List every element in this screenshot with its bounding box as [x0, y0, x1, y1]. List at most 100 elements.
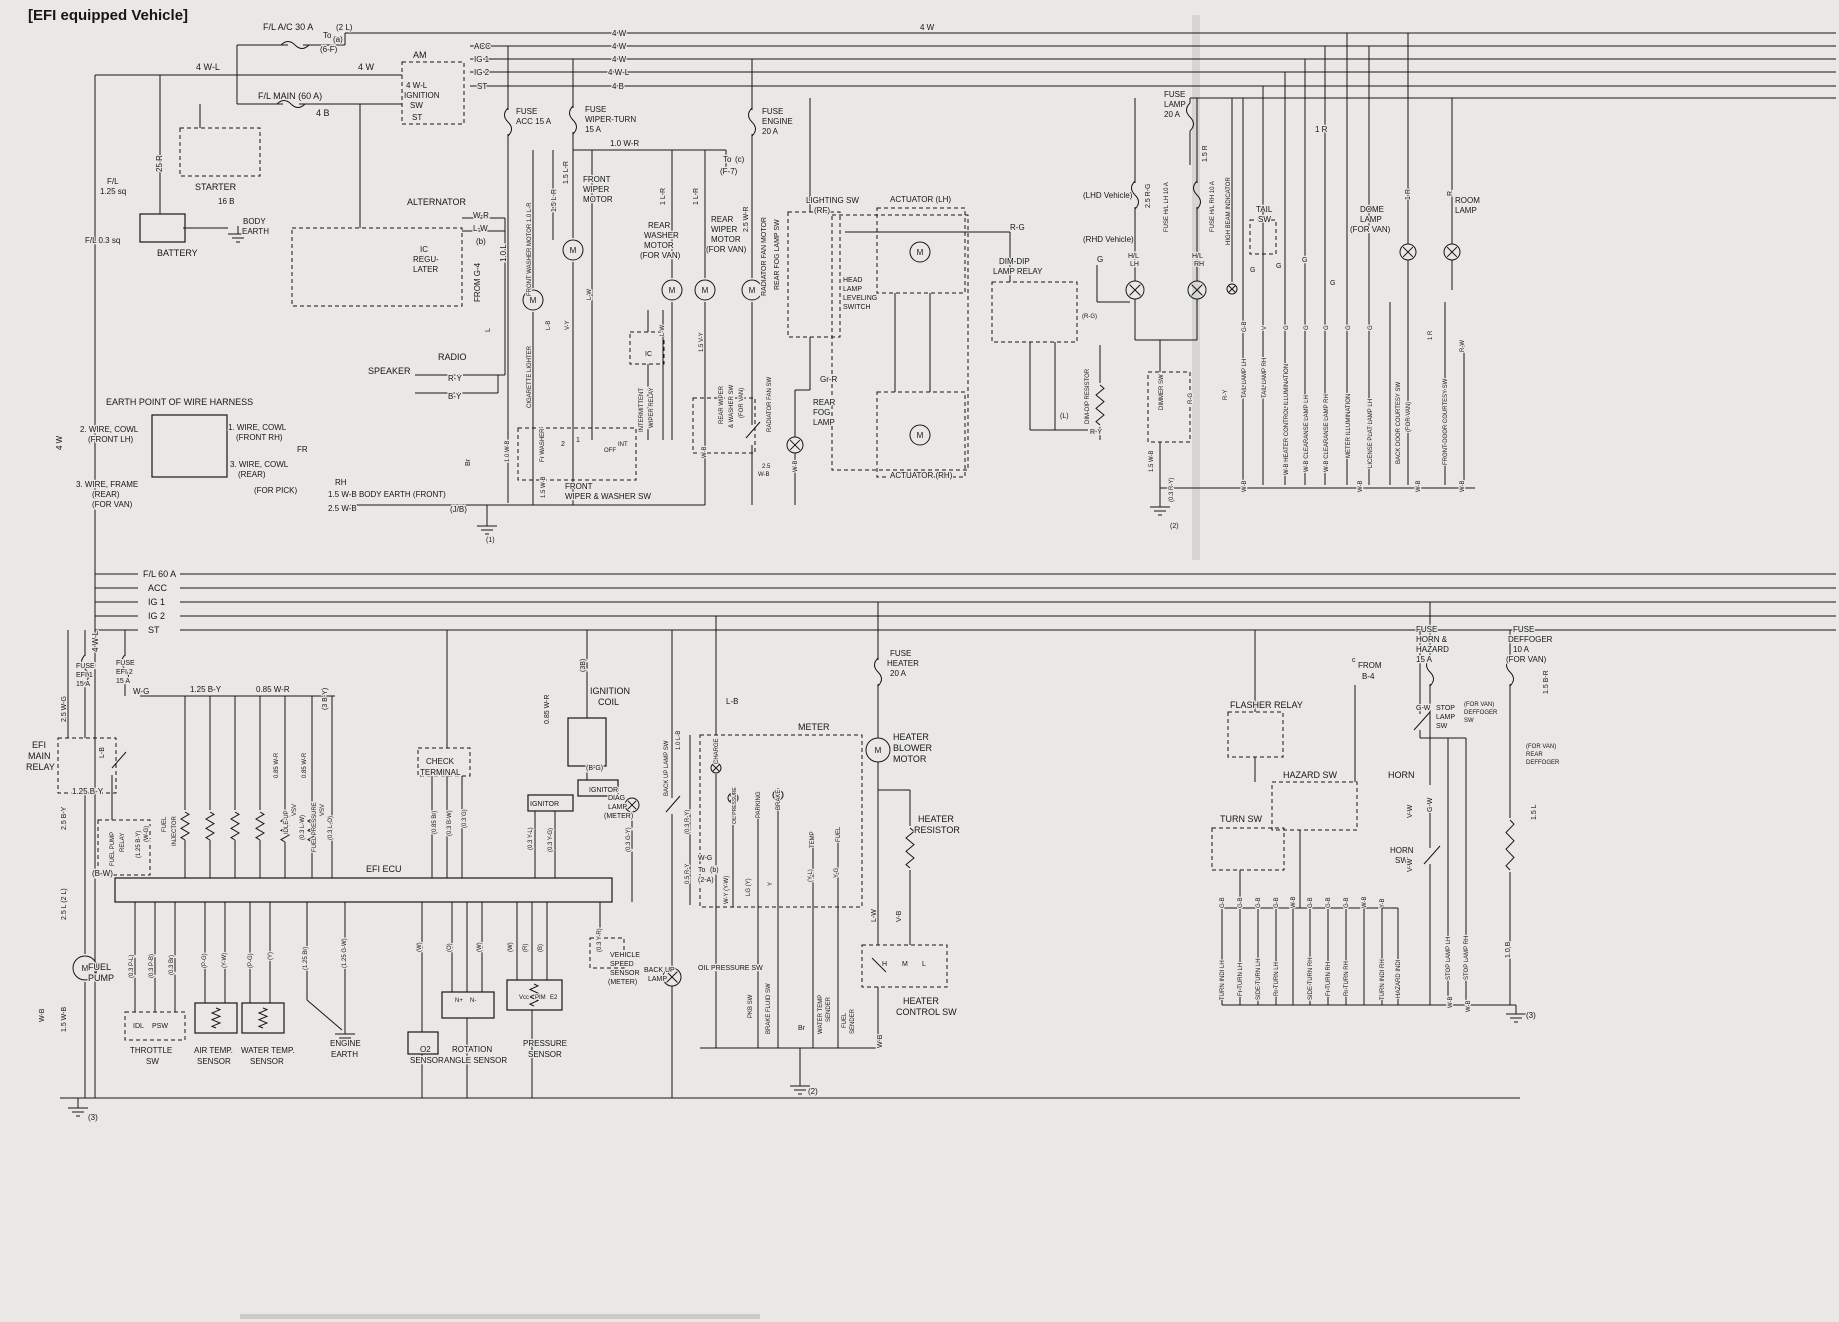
diagram-label: 1.5 L [1531, 804, 1538, 820]
diagram-label: (W) [477, 942, 483, 952]
fuse-symbol [1186, 102, 1194, 132]
diagram-label: PIM [535, 995, 546, 1001]
diagram-label: (Y) [268, 952, 274, 960]
diagram-label: Fr WASHER [540, 428, 546, 462]
wire [1423, 845, 1441, 865]
diagram-label: 4 W-L [196, 62, 220, 72]
diagram-label: DIM-DIP RESISTOR [1085, 368, 1091, 424]
scan-smudge [240, 1314, 760, 1319]
diagram-label: ACTUATOR (LH) [890, 195, 951, 204]
fuse-symbol [874, 657, 882, 687]
diagram-label: G-B [1238, 897, 1244, 908]
component-box [991, 281, 1078, 343]
diagram-label: (0.3 Y-G) [548, 828, 554, 852]
diagram-label: LG (Y) [746, 878, 752, 896]
diagram-label: SPEAKER [368, 366, 411, 376]
motor-letter: M [669, 286, 676, 295]
diagram-label: G-B [1242, 321, 1248, 332]
lamp-filament [789, 439, 801, 451]
diagram-label: (LHD Vehicle) [1083, 191, 1133, 200]
diagram-label: STOP LAMP LH [1446, 937, 1452, 980]
diagram-label: G [1304, 325, 1310, 330]
diagram-label: W-B [1416, 480, 1422, 492]
diagram-label: 1.5 W-B [1149, 450, 1155, 472]
diagram-label: (W-G) [144, 826, 150, 842]
diagram-label: FUSE [116, 660, 135, 667]
diagram-label: G [1324, 325, 1330, 330]
diagram-label: (W) [508, 942, 514, 952]
diagram-label: INTERMITTENT [639, 388, 645, 432]
motor-letter: M [917, 431, 924, 440]
diagram-label: G-B [1344, 897, 1350, 908]
diagram-label: FUSE [762, 107, 783, 116]
component-box [1227, 711, 1284, 758]
diagram-label: (FOR PICK) [254, 486, 297, 495]
diagram-label: 2.5 W-G [61, 696, 68, 722]
diagram-label: EFI [32, 740, 46, 750]
component-box [589, 937, 625, 969]
diagram-label: OIL PRESSURE SW [698, 965, 763, 972]
diagram-label: SENSOR [197, 1057, 231, 1066]
diagram-label: LIGHTING SW [806, 196, 859, 205]
diagram-label: (P-G) [248, 953, 254, 968]
diagram-label: (2) [808, 1087, 818, 1096]
diagram-label: 2.5 B-Y [61, 806, 68, 830]
lamp-symbol [1125, 280, 1145, 300]
diagram-label: W-B [1242, 480, 1248, 492]
diagram-label: FUSE [585, 105, 606, 114]
diagram-label: ENGINE [330, 1039, 361, 1048]
diagram-label: Y [768, 882, 774, 886]
diagram-label: EFI ECU [366, 864, 402, 874]
diagram-label: BODY [243, 217, 266, 226]
diagram-label: EARTH POINT OF WIRE HARNESS [106, 397, 253, 407]
lamp-symbol [624, 797, 640, 813]
diagram-label: INT [618, 442, 628, 448]
diagram-label: W-B [793, 460, 799, 472]
diagram-label: O2 [420, 1045, 431, 1054]
diagram-label: AIR TEMP. [194, 1046, 233, 1055]
diagram-label: 15 A [76, 681, 90, 688]
diagram-label: MOTOR [711, 235, 741, 244]
diagram-label: 1.25 sq [100, 187, 126, 196]
diagram-label: & WASHER SW [729, 385, 735, 428]
diagram-label: IG 2 [148, 611, 165, 621]
diagram-label: (J/B) [450, 505, 467, 514]
component-box [151, 414, 228, 478]
diagram-label: SENSOR [528, 1050, 562, 1059]
diagram-label: (0.3 R-Y) [1169, 478, 1175, 502]
diagram-label: B-4 [1362, 672, 1375, 681]
component-box [787, 211, 841, 338]
diagram-label: THROTTLE [130, 1046, 172, 1055]
diagram-label: 4 W-L [91, 630, 100, 652]
lamp-symbol [1226, 283, 1238, 295]
diagram-label: (0.85 Br) [432, 811, 438, 834]
lamp-symbol [710, 762, 722, 774]
diagram-label: (METER) [608, 979, 637, 986]
diagram-label: Rr TURN LH [1274, 962, 1280, 996]
diagram-label: (c) [735, 155, 745, 164]
diagram-label: G-B [1274, 897, 1280, 908]
diagram-label: REAR [1526, 752, 1543, 758]
component-box [139, 213, 186, 243]
diagram-label: 1.25 B-Y [72, 787, 104, 796]
diagram-label: IG 1 [474, 55, 490, 64]
diagram-label: (0.3 L-O) [328, 816, 334, 840]
diagram-label: Br [465, 458, 472, 466]
diagram-label: RADIATOR FAN SW [767, 377, 773, 432]
component-box [876, 207, 966, 294]
diagram-label: Vcc [519, 995, 529, 1001]
lamp-filament [1402, 246, 1414, 258]
wire [745, 421, 761, 439]
resistor-coil-symbol [1095, 384, 1105, 426]
diagram-label: REGU- [413, 255, 439, 264]
motor-symbol [661, 279, 683, 301]
diagram-label: F/L A/C 30 A [263, 22, 313, 32]
diagram-label: HEATER [918, 814, 954, 824]
diagram-label: F/L MAIN (60 A) [258, 91, 322, 101]
diagram-label: FUEL PRESSURE [312, 802, 318, 852]
diagram-label: (0.3 P-B) [149, 954, 155, 978]
diagram-label: (2-A) [698, 877, 714, 884]
diagram-label: WASHER [644, 231, 679, 240]
diagram-label: VEHICLE [610, 952, 640, 959]
